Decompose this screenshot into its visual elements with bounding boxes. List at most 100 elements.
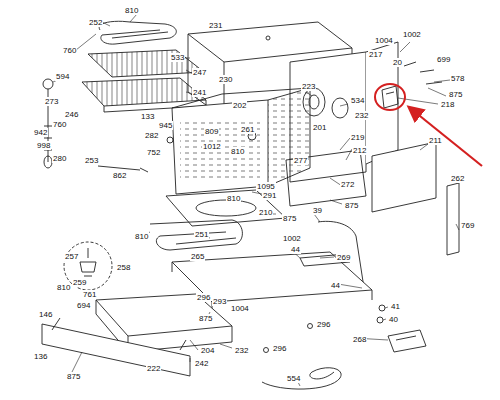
callout-number: 223 [301, 82, 316, 91]
nut [379, 305, 385, 311]
callout-number: 40 [388, 315, 399, 324]
fan-opening [332, 98, 348, 118]
callout-number: 809 [204, 127, 219, 136]
cavity-vents [180, 118, 260, 178]
callout-number: 44 [290, 245, 301, 254]
callout-number: 810 [226, 194, 241, 203]
callout-number: 875 [198, 314, 213, 323]
oven-rack [82, 78, 206, 106]
callout-number: 1012 [202, 142, 222, 151]
leader-line [53, 14, 459, 386]
highlight-arrow [410, 108, 482, 166]
callout-number: 253 [84, 156, 99, 165]
callout-number: 201 [312, 123, 327, 132]
callout-number: 210 [258, 208, 273, 217]
terminal-block [388, 330, 426, 352]
callout-number: 296 [272, 344, 287, 353]
callout-number: 810 [134, 232, 149, 241]
callout-number: 219 [350, 133, 365, 142]
callout-number: 875 [66, 372, 81, 381]
screw [264, 348, 269, 353]
callout-number: 246 [64, 110, 79, 119]
callout-number: 269 [336, 253, 351, 262]
callout-number: 296 [316, 320, 331, 329]
handle [52, 318, 186, 350]
callout-number: 242 [194, 359, 209, 368]
callout-number: 277 [293, 156, 308, 165]
callout-number: 760 [62, 46, 77, 55]
callout-number: 265 [190, 252, 205, 261]
callout-number: 146 [38, 310, 53, 319]
callout-number: 268 [352, 335, 367, 344]
outer-wrap [188, 22, 352, 62]
callout-number: 534 [350, 96, 365, 105]
callout-number: 875 [448, 90, 463, 99]
callout-number: 20 [392, 58, 403, 67]
knob [43, 79, 53, 89]
callout-number: 204 [200, 346, 215, 355]
callout-number: 1095 [256, 182, 276, 191]
fan-motor [80, 248, 96, 276]
callout-number: 761 [82, 290, 97, 299]
bake-element [150, 220, 242, 250]
callout-number: 41 [390, 302, 401, 311]
side-panel [372, 142, 436, 212]
callout-number: 232 [234, 346, 249, 355]
callout-number: 252 [88, 18, 103, 27]
callout-number: 212 [352, 146, 367, 155]
callout-number: 760 [52, 120, 67, 129]
cavity-side [268, 88, 310, 186]
callout-number: 211 [428, 136, 443, 145]
callout-number: 594 [55, 72, 70, 81]
callout-number: 257 [64, 252, 79, 261]
callout-number: 272 [340, 180, 355, 189]
callout-number: 273 [44, 97, 59, 106]
callout-number: 258 [116, 263, 131, 272]
callout-number: 251 [194, 230, 209, 239]
fan-hub [309, 95, 319, 109]
callout-number: 1002 [282, 234, 302, 243]
callout-number: 694 [76, 301, 91, 310]
callout-number: 222 [146, 364, 161, 373]
broil-element [99, 21, 176, 44]
callout-number: 282 [144, 131, 159, 140]
callout-number: 232 [354, 111, 369, 120]
shaft-end [44, 156, 52, 168]
bracket [382, 86, 398, 108]
callout-number: 218 [440, 100, 455, 109]
callout-number: 752 [146, 148, 161, 157]
callout-number: 230 [218, 75, 233, 84]
callout-number: 875 [282, 214, 297, 223]
callout-number: 247 [192, 68, 207, 77]
callout-number: 293 [212, 297, 227, 306]
callout-number: 261 [240, 125, 255, 134]
callout-number: 231 [208, 21, 223, 30]
callout-number: 1002 [402, 30, 422, 39]
bottom-pan [286, 150, 366, 206]
callout-number: 942 [33, 128, 48, 137]
callout-number: 136 [33, 352, 48, 361]
callout-number: 578 [450, 74, 465, 83]
callout-number: 44 [330, 281, 341, 290]
callout-number: 262 [450, 174, 465, 183]
washer [377, 317, 383, 323]
oven-cavity [172, 100, 268, 194]
callout-number: 533 [170, 53, 185, 62]
callout-number: 202 [232, 101, 247, 110]
callout-number: 280 [52, 154, 67, 163]
trim-strip [447, 183, 459, 255]
callout-number: 810 [56, 283, 71, 292]
callout-number: 259 [72, 278, 87, 287]
callout-number: 296 [196, 293, 211, 302]
drawer-front [42, 324, 190, 376]
wrap-mark [266, 36, 270, 40]
callout-number: 699 [436, 55, 451, 64]
callout-number: 241 [192, 88, 207, 97]
callout-number: 217 [368, 50, 383, 59]
callout-number: 945 [158, 121, 173, 130]
power-cord [262, 368, 341, 389]
highlight-circle [375, 84, 405, 110]
